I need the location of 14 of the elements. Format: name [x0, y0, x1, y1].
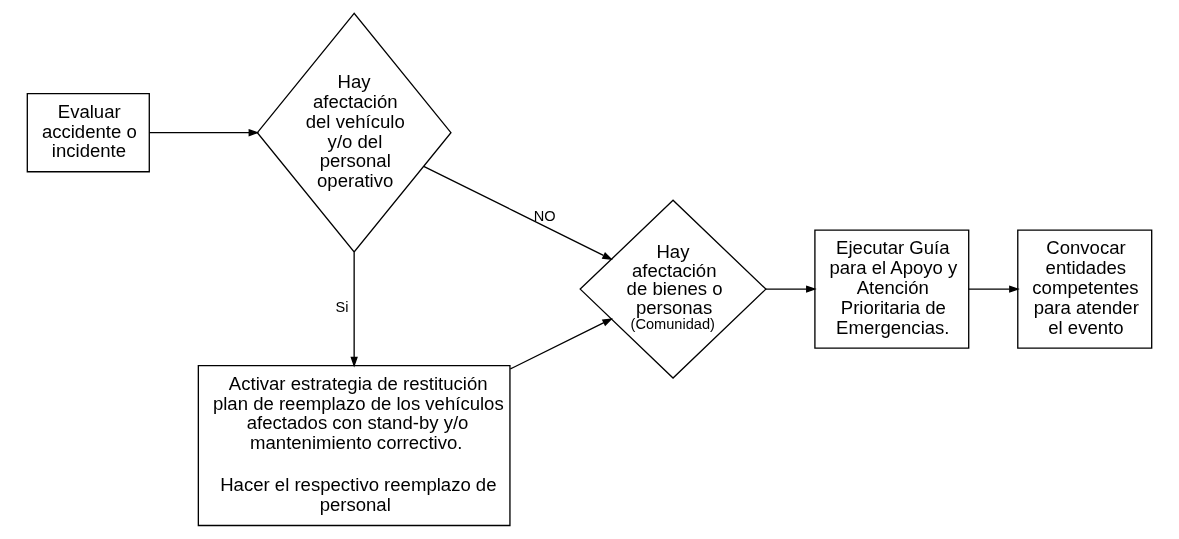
- arrow: [509, 318, 613, 370]
- node-diamond: Hay afectación del vehículo y/o del personal operativo: [256, 12, 452, 254]
- arrow: [765, 285, 817, 293]
- edge-label: Si: [335, 299, 349, 316]
- arrow: [350, 251, 358, 368]
- node-box: Ejecutar Guía para el Apoyo y Atención Prioritaria de Emergencias.: [814, 229, 970, 349]
- arrow: [968, 285, 1020, 293]
- arrow: [423, 165, 613, 261]
- node-diamond: Hay afectación de bienes o personas (Comunidad): [579, 199, 767, 379]
- node-box: Activar estrategia de restitución plan de reemplazo de los vehículos afectados con stand-by y/o mantenimiento correctivo. Hacer el respectivo reemplazo de personal: [197, 364, 511, 527]
- arrow: [148, 128, 260, 137]
- node-box: Evaluar accidente o incidente: [26, 92, 150, 173]
- edge-label: NO: [533, 208, 556, 225]
- node-box: Convocar entidades competentes para atender el evento: [1017, 229, 1153, 349]
